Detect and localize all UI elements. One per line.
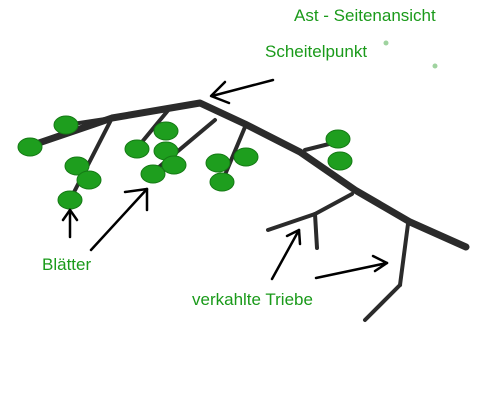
leaf [161, 155, 187, 175]
bare-shoot-2 [266, 212, 317, 232]
bare-shoot-1 [313, 192, 354, 216]
decor-dot [432, 63, 438, 69]
diagram-title: Ast - Seitenansicht [294, 6, 436, 25]
apex-arrow-head [209, 80, 231, 105]
leaf [17, 137, 43, 157]
leaf [124, 139, 150, 159]
bare-shoot-5 [363, 283, 402, 322]
leaf-arrow-2-shaft [89, 187, 149, 252]
shoot-left-down [68, 116, 114, 202]
leaf-arrow-1-head [61, 208, 79, 222]
leaves [17, 115, 353, 210]
main-branch-trunk [26, 99, 470, 251]
leaf [53, 115, 79, 135]
apex-arrow-shaft [210, 78, 275, 98]
bare-shoot-3 [313, 212, 319, 250]
leaf-arrow-2-head [123, 187, 149, 212]
leaf [153, 121, 179, 141]
bare-arrow-2-head [371, 254, 389, 273]
arrows [61, 78, 389, 281]
leaf [325, 129, 351, 149]
leaf [64, 156, 90, 176]
bare-arrow-1-head [285, 228, 302, 246]
bare-shoots-label: verkahlte Triebe [192, 290, 313, 309]
bare-arrow-1-shaft [270, 228, 301, 281]
leaf [76, 170, 102, 190]
decor-dot [383, 40, 389, 46]
main-branch [26, 99, 470, 322]
leaves-label: Blätter [42, 255, 92, 274]
leaf [209, 172, 235, 192]
shoot-mid-3 [220, 125, 247, 184]
leaf [233, 147, 259, 167]
leaf [327, 151, 353, 171]
leaf [205, 153, 231, 173]
bare-arrow-2-shaft [314, 261, 389, 280]
leaf [57, 190, 83, 210]
apex-label: Scheitelpunkt [265, 42, 368, 61]
leaf [140, 164, 166, 184]
bare-shoot-4 [398, 222, 410, 287]
